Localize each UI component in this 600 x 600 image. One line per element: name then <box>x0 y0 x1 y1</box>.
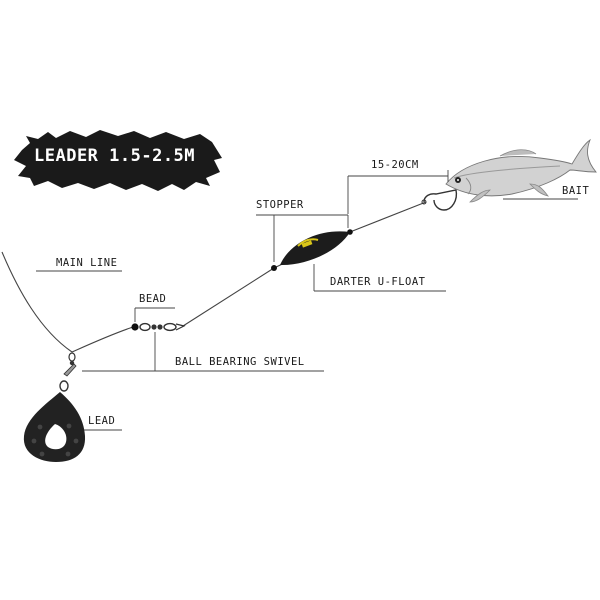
leader-line-1 <box>182 267 275 327</box>
stopper <box>271 265 277 271</box>
leader-banner <box>14 130 222 191</box>
bait-fish <box>445 138 597 203</box>
label-lead: LEAD <box>88 415 116 427</box>
hook <box>421 189 458 211</box>
ball-bearing-swivel <box>139 322 186 332</box>
label-stopper: STOPPER <box>256 199 304 211</box>
label-main-line: MAIN LINE <box>56 257 118 269</box>
bead <box>131 323 139 331</box>
darter-u-float <box>280 229 353 266</box>
label-bead: BEAD <box>139 293 167 305</box>
label-float: DARTER U-FLOAT <box>330 276 426 288</box>
label-bait: BAIT <box>562 185 590 197</box>
main-line <box>1 251 73 353</box>
label-swivel: BALL BEARING SWIVEL <box>175 356 305 368</box>
lead-swivel <box>63 352 77 377</box>
label-measure: 15-20CM <box>371 159 419 171</box>
lead-weight <box>23 380 86 462</box>
leader-line-3 <box>349 201 427 233</box>
leader-banner-text: LEADER 1.5-2.5M <box>34 146 196 166</box>
main-line-to-bead <box>71 326 134 353</box>
